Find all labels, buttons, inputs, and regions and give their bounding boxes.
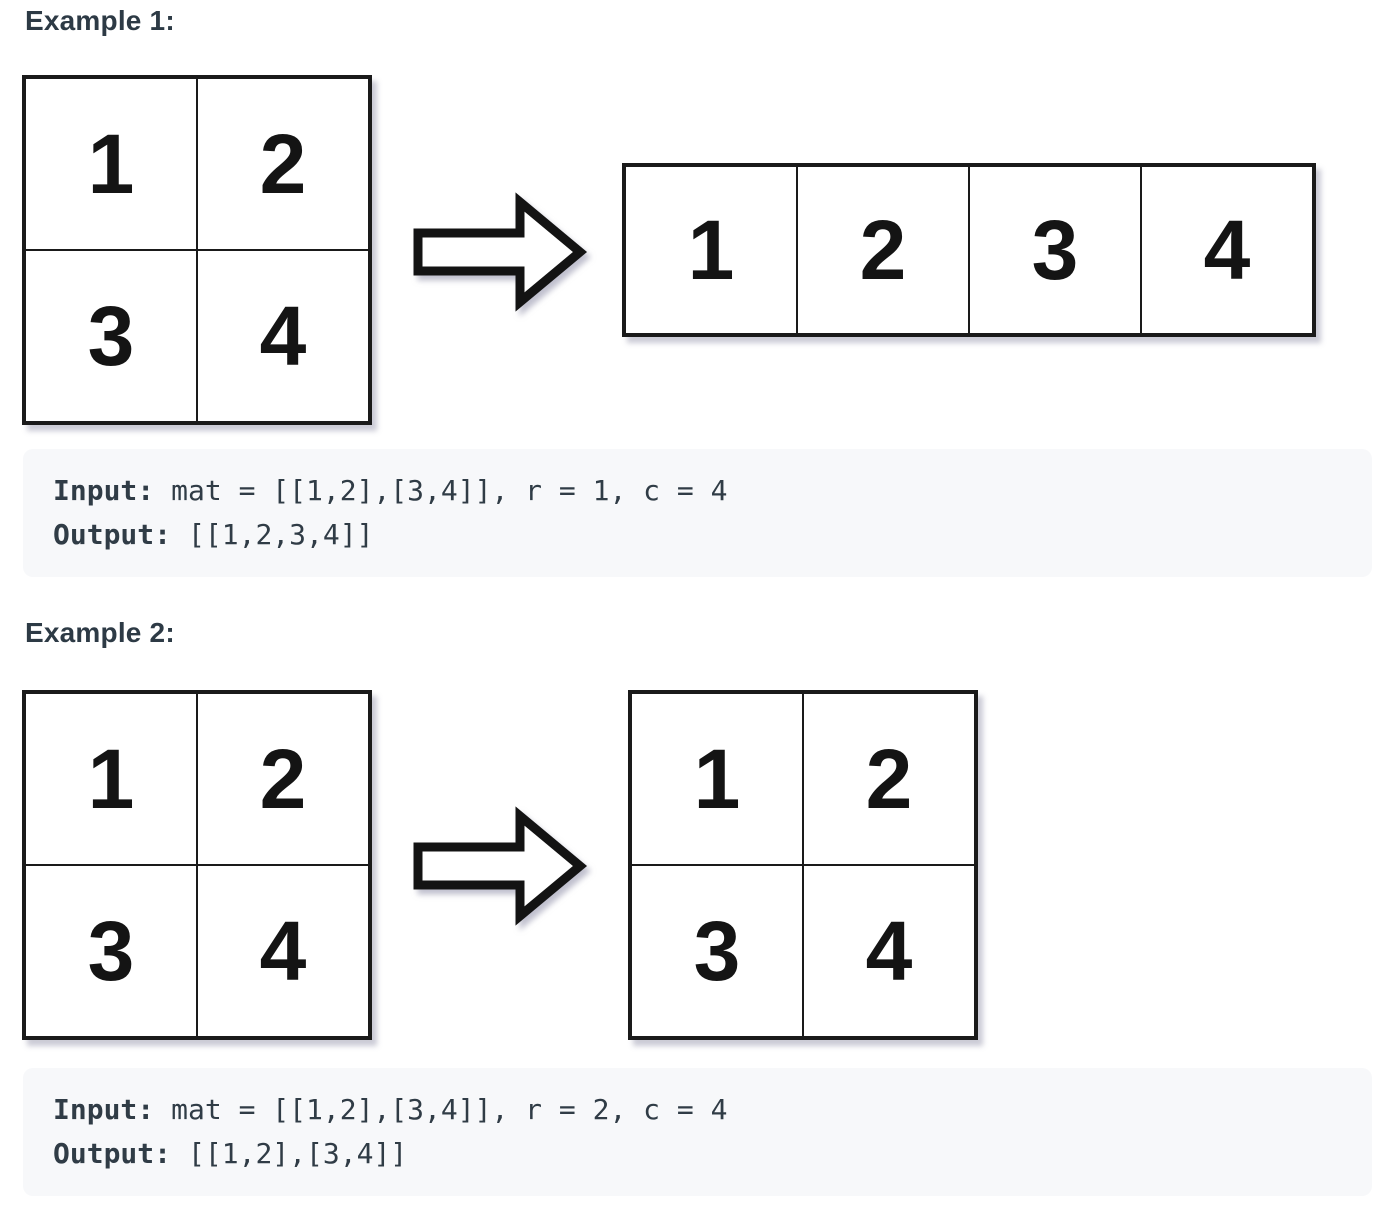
example-1-code-block: Input: mat = [[1,2],[3,4]], r = 1, c = 4 O… — [23, 449, 1372, 577]
input-label: Input: — [53, 1093, 155, 1126]
matrix-cell: 1 — [631, 693, 803, 865]
matrix-cell: 1 — [25, 693, 197, 865]
matrix-cell: 2 — [797, 166, 969, 334]
example-1-input-line: Input: mat = [[1,2],[3,4]], r = 1, c = 4 — [53, 469, 1342, 513]
output-value: [[1,2,3,4]] — [188, 518, 374, 551]
matrix-cell: 1 — [625, 166, 797, 334]
matrix-cell: 3 — [631, 865, 803, 1037]
matrix-cell: 2 — [197, 78, 369, 250]
output-label: Output: — [53, 1137, 172, 1170]
matrix-cell: 4 — [803, 865, 975, 1037]
matrix-cell: 4 — [197, 250, 369, 422]
output-label: Output: — [53, 518, 172, 551]
matrix-cell: 4 — [197, 865, 369, 1037]
example-2-title: Example 2: — [25, 617, 175, 648]
example-1-output-line: Output: [[1,2,3,4]] — [53, 513, 1342, 557]
example-1-title: Example 1: — [25, 5, 175, 36]
input-label: Input: — [53, 474, 155, 507]
matrix-cell: 3 — [25, 865, 197, 1037]
arrow-right-icon — [413, 806, 588, 926]
example-2-output-line: Output: [[1,2],[3,4]] — [53, 1132, 1342, 1176]
matrix-cell: 1 — [25, 78, 197, 250]
input-value: mat = [[1,2],[3,4]], r = 1, c = 4 — [171, 474, 728, 507]
arrow-right-icon — [413, 192, 588, 312]
matrix-cell: 2 — [197, 693, 369, 865]
matrix-cell: 4 — [1141, 166, 1313, 334]
matrix-cell: 3 — [25, 250, 197, 422]
example-2-code-block: Input: mat = [[1,2],[3,4]], r = 2, c = 4 O… — [23, 1068, 1372, 1196]
matrix-cell: 3 — [969, 166, 1141, 334]
matrix-cell: 2 — [803, 693, 975, 865]
output-value: [[1,2],[3,4]] — [188, 1137, 408, 1170]
input-value: mat = [[1,2],[3,4]], r = 2, c = 4 — [171, 1093, 728, 1126]
example-2-input-line: Input: mat = [[1,2],[3,4]], r = 2, c = 4 — [53, 1088, 1342, 1132]
